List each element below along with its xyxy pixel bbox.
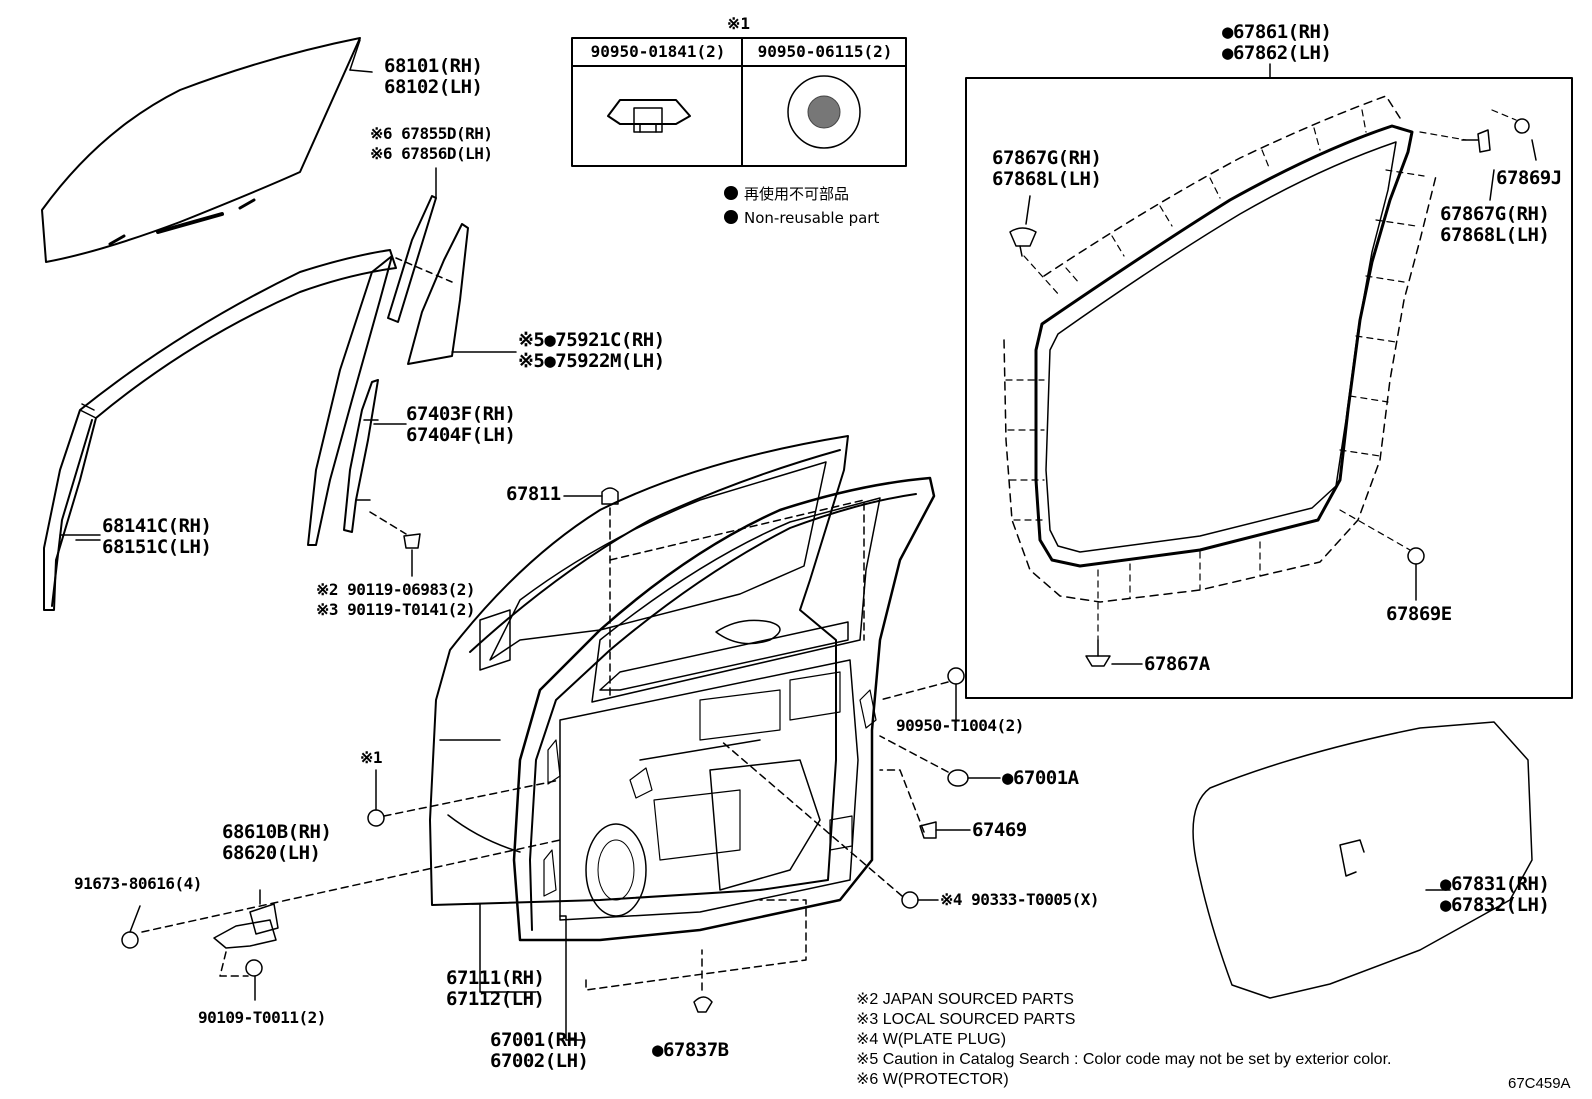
label-90950-t1004[interactable]: 90950-T1004(2) [896, 716, 1024, 735]
table-header-90950-06115: 90950-06115(2) [757, 42, 893, 61]
table-ref-mark: ※1 [727, 14, 751, 33]
label-67861[interactable]: ●67861(RH)●67862(LH) [1222, 21, 1332, 64]
table-header-90950-01841: 90950-01841(2) [590, 42, 726, 61]
label-ref1: ※1 [360, 748, 383, 767]
label-67867a[interactable]: 67867A [1144, 653, 1210, 675]
label-68101[interactable]: 68101(RH)68102(LH) [384, 55, 483, 98]
hinge-shape [121, 903, 279, 977]
label-67869j[interactable]: 67869J [1496, 167, 1562, 189]
label-67403f[interactable]: 67403F(RH)67404F(LH) [406, 403, 516, 446]
label-67855d[interactable]: ※6 67855D(RH)※6 67856D(LH) [370, 124, 493, 163]
label-68610b[interactable]: 68610B(RH)68620(LH) [222, 821, 332, 864]
label-67867g-left[interactable]: 67867G(RH)67868L(LH) [992, 147, 1102, 190]
label-67111[interactable]: 67111(RH)67112(LH) [446, 967, 545, 1010]
label-90333[interactable]: ※4 90333-T0005(X) [940, 890, 1100, 909]
label-67001a[interactable]: ●67001A [1002, 767, 1079, 789]
footnote-3: ※3 LOCAL SOURCED PARTS [856, 1011, 1076, 1028]
footnote-2: ※2 JAPAN SOURCED PARTS [856, 991, 1074, 1008]
label-68141c[interactable]: 68141C(RH)68151C(LH) [102, 515, 212, 558]
weatherstrip-panel-frame [965, 63, 1573, 699]
label-67837b[interactable]: ●67837B [652, 1039, 729, 1061]
solid-leader-lines [75, 139, 1537, 1041]
label-90109[interactable]: 90109-T0011(2) [198, 1008, 326, 1027]
footnote-5: ※5 Caution in Catalog Search : Color cod… [856, 1051, 1392, 1068]
label-67869e[interactable]: 67869E [1386, 603, 1452, 625]
label-90119[interactable]: ※2 90119-06983(2)※3 90119-T0141(2) [316, 580, 476, 619]
dashed-leader-lines [141, 499, 949, 991]
footnote-4: ※4 W(PLATE PLUG) [856, 1031, 1007, 1048]
label-67831[interactable]: ●67831(RH)●67832(LH) [1440, 873, 1550, 916]
label-91673[interactable]: 91673-80616(4) [74, 874, 202, 893]
run-channel-shape [43, 249, 397, 611]
footnote-6: ※6 W(PROTECTOR) [856, 1071, 1009, 1088]
label-67867g-right[interactable]: 67867G(RH)67868L(LH) [1440, 203, 1550, 246]
diagram-code: 67C459A [1508, 1075, 1571, 1092]
fastener-table-frame [571, 37, 907, 167]
label-75921c[interactable]: ※5●75921C(RH)※5●75922M(LH) [518, 329, 665, 372]
legend-japanese: 再使用不可部品 [724, 182, 849, 206]
label-67001[interactable]: 67001(RH)67002(LH) [490, 1029, 589, 1072]
door-inner-frame-shape [512, 476, 936, 942]
door-glass-shape [41, 37, 373, 263]
door-outer-panel-shape [429, 435, 849, 906]
legend-english: Non-reusable part [724, 206, 879, 230]
label-67469[interactable]: 67469 [972, 819, 1027, 841]
protector-strips-shape [387, 167, 517, 365]
label-67811[interactable]: 67811 [506, 483, 561, 505]
hole-cover-shape [1192, 721, 1533, 999]
glass-run-shape [307, 255, 407, 546]
